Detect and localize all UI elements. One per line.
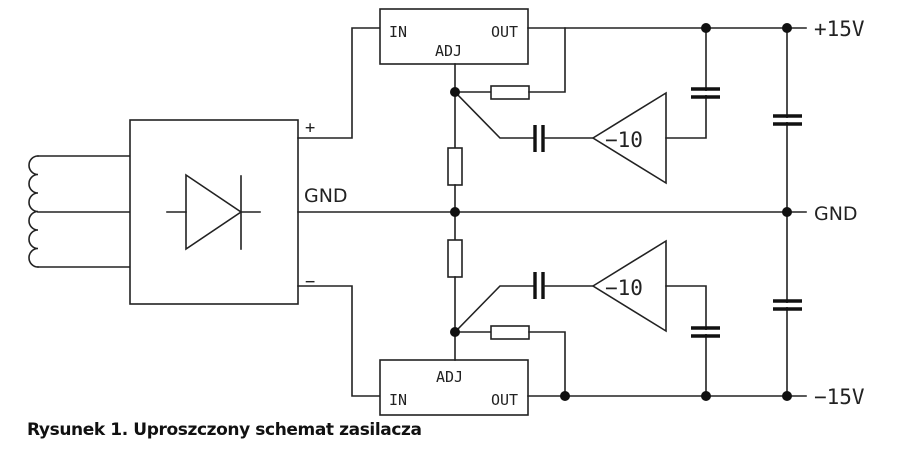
junction-dot <box>701 391 711 401</box>
cap-gap <box>776 118 800 122</box>
wire <box>665 285 707 397</box>
resistor-bottom-feedback <box>490 325 530 340</box>
transformer-coil <box>28 155 131 268</box>
junction-dot <box>782 207 792 217</box>
regulator-top-out-label: OUT <box>491 23 518 41</box>
junction-dot <box>450 207 460 217</box>
junction-dots <box>450 23 792 401</box>
regulator-top-adj-label: ADJ <box>435 42 462 60</box>
regulator-bottom: ADJ IN OUT <box>379 359 529 416</box>
capacitor-output-positive <box>773 114 802 126</box>
capacitor-top-amp-supply <box>691 87 720 99</box>
amplifier-bottom: −10 <box>591 239 667 333</box>
regulator-bottom-in-label: IN <box>389 391 407 409</box>
wire <box>528 27 566 93</box>
amplifier-bottom-gain-label: −10 <box>605 276 643 300</box>
resistor-top-adj <box>447 147 463 186</box>
amplifier-top: −10 <box>591 91 667 185</box>
junction-dot <box>782 391 792 401</box>
junction-dot <box>701 23 711 33</box>
cap-gap <box>693 330 718 334</box>
rectifier-block: + − GND <box>129 118 348 305</box>
wire <box>665 27 707 139</box>
junction-dot <box>560 391 570 401</box>
regulator-top: IN OUT ADJ <box>379 8 529 65</box>
plus-terminal-label: + <box>305 118 315 138</box>
output-label-negative: −15V <box>814 385 865 409</box>
wire-minus <box>297 285 381 397</box>
capacitor-top-coupling <box>533 125 545 152</box>
junction-dot <box>782 23 792 33</box>
regulator-bottom-adj-label: ADJ <box>436 368 463 386</box>
output-label-gnd: GND <box>814 203 858 225</box>
cap-gap <box>693 91 718 95</box>
rectifier-gnd-label: GND <box>304 185 348 207</box>
output-label-positive: +15V <box>814 17 865 41</box>
wire <box>528 331 566 397</box>
junction-dot <box>450 87 460 97</box>
wire <box>453 285 535 334</box>
cap-gap <box>776 303 800 307</box>
amplifier-top-gain-label: −10 <box>605 128 643 152</box>
minus-terminal-label: − <box>305 272 315 292</box>
capacitor-output-negative <box>773 299 802 311</box>
capacitor-bottom-amp-supply <box>691 326 720 338</box>
resistor-bottom-adj <box>447 239 463 278</box>
wire <box>453 90 535 139</box>
junction-dot <box>450 327 460 337</box>
figure-caption: Rysunek 1. Uproszczony schemat zasilacza <box>27 420 422 440</box>
resistor-top-feedback <box>490 85 530 100</box>
wire-plus <box>297 27 381 139</box>
regulator-top-in-label: IN <box>389 23 407 41</box>
regulator-bottom-out-label: OUT <box>491 391 518 409</box>
diode-icon <box>166 173 261 251</box>
capacitor-bottom-coupling <box>533 272 545 299</box>
